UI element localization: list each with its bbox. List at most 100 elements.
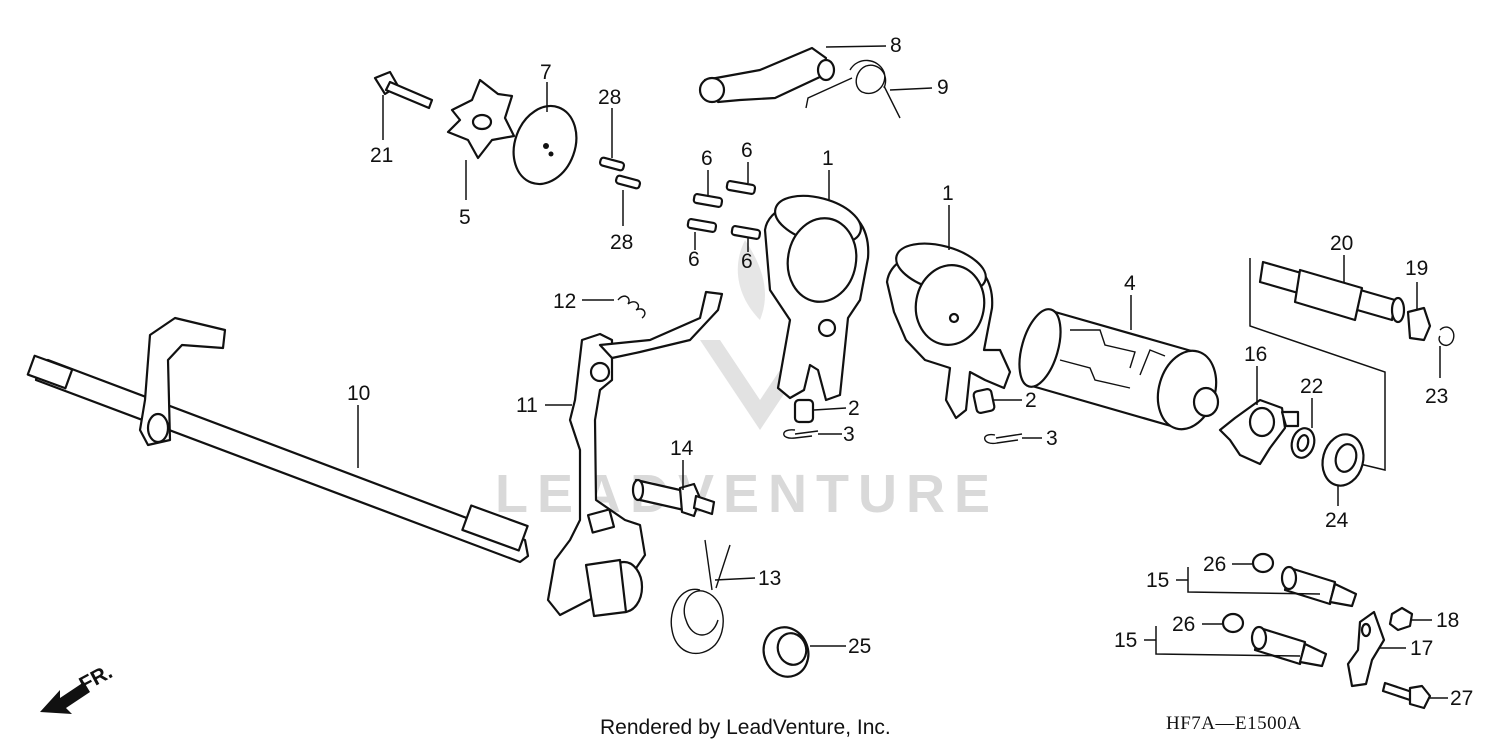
callout-7: 7 xyxy=(540,61,552,112)
callout-3b: 3 xyxy=(1022,427,1058,450)
svg-text:6: 6 xyxy=(688,248,700,271)
part-cotter-pin-right[interactable] xyxy=(984,433,1023,445)
part-pin-6-c[interactable] xyxy=(686,218,718,233)
part-pin-6-b[interactable] xyxy=(725,180,757,195)
part-return-spring-9[interactable] xyxy=(805,59,901,119)
svg-text:3: 3 xyxy=(843,423,855,446)
part-drum-stopper-16[interactable] xyxy=(1218,398,1300,466)
part-pin-15-lower[interactable] xyxy=(1250,625,1328,668)
callout-28b: 28 xyxy=(610,190,633,254)
watermark-text: LEADVENTURE xyxy=(495,464,999,524)
svg-text:22: 22 xyxy=(1300,375,1323,398)
svg-text:15: 15 xyxy=(1146,569,1169,592)
svg-text:20: 20 xyxy=(1330,232,1353,255)
svg-text:28: 28 xyxy=(610,231,633,254)
part-washer-26-upper[interactable] xyxy=(1251,552,1275,574)
part-shift-fork-right[interactable] xyxy=(885,235,1012,420)
callout-16: 16 xyxy=(1244,343,1267,405)
part-pin-6-d[interactable] xyxy=(730,225,762,240)
callout-9: 9 xyxy=(889,76,949,99)
callout-6d: 6 xyxy=(741,238,753,273)
front-direction-arrow-icon: FR. xyxy=(40,660,116,714)
callout-20: 20 xyxy=(1330,232,1353,282)
svg-text:6: 6 xyxy=(701,147,713,170)
svg-text:15: 15 xyxy=(1114,629,1137,652)
part-pin-28-upper[interactable] xyxy=(598,156,626,172)
svg-text:17: 17 xyxy=(1410,637,1433,660)
part-gearshift-spindle[interactable] xyxy=(26,316,530,564)
svg-text:4: 4 xyxy=(1124,272,1136,295)
callout-6b: 6 xyxy=(741,139,753,183)
svg-text:21: 21 xyxy=(370,144,393,167)
callout-22: 22 xyxy=(1300,375,1323,428)
part-cotter-pin-left[interactable] xyxy=(783,429,819,439)
svg-text:10: 10 xyxy=(347,382,370,405)
svg-text:11: 11 xyxy=(516,394,538,417)
bracket-sub-assembly xyxy=(1249,258,1386,471)
callout-6a: 6 xyxy=(701,147,713,196)
part-nut-18[interactable] xyxy=(1388,606,1414,632)
part-guide-pin-right[interactable] xyxy=(972,388,996,414)
svg-text:8: 8 xyxy=(890,34,902,57)
part-bolt-21[interactable] xyxy=(373,70,434,110)
svg-text:7: 7 xyxy=(540,61,552,84)
svg-text:14: 14 xyxy=(670,437,694,460)
callout-26a: 26 xyxy=(1203,553,1252,576)
callout-4: 4 xyxy=(1124,272,1136,330)
part-bolt-27[interactable] xyxy=(1381,681,1432,710)
part-pin-15-upper[interactable] xyxy=(1280,565,1358,608)
svg-text:12: 12 xyxy=(553,290,576,313)
svg-text:5: 5 xyxy=(459,206,471,229)
svg-text:24: 24 xyxy=(1325,509,1349,532)
part-spring-13[interactable] xyxy=(670,539,731,655)
callout-6c: 6 xyxy=(688,232,700,271)
part-center-shaft-20[interactable] xyxy=(1258,260,1406,324)
svg-text:6: 6 xyxy=(741,250,753,273)
svg-text:19: 19 xyxy=(1405,257,1428,280)
callout-25: 25 xyxy=(810,635,871,658)
part-washer-26-lower[interactable] xyxy=(1221,612,1245,634)
part-shift-arm[interactable] xyxy=(546,290,724,618)
svg-text:1: 1 xyxy=(942,182,954,205)
part-collar-19[interactable] xyxy=(1406,306,1432,342)
part-circlip-23[interactable] xyxy=(1438,326,1455,346)
footer-credit: Rendered by LeadVenture, Inc. xyxy=(600,716,891,739)
part-pin-6-a[interactable] xyxy=(692,193,724,208)
callout-24: 24 xyxy=(1325,486,1349,532)
part-pin-28-lower[interactable] xyxy=(614,174,642,190)
callout-21: 21 xyxy=(370,95,393,167)
part-oil-seal-25[interactable] xyxy=(757,621,815,683)
callout-18: 18 xyxy=(1412,609,1459,632)
callout-19: 19 xyxy=(1405,257,1428,310)
callout-13: 13 xyxy=(714,567,781,590)
part-disc-plate[interactable] xyxy=(503,97,587,193)
svg-text:2: 2 xyxy=(848,397,860,420)
callout-11: 11 xyxy=(516,394,572,417)
part-plate-17[interactable] xyxy=(1346,610,1386,688)
callout-10: 10 xyxy=(347,382,370,468)
part-star-plate[interactable] xyxy=(446,78,516,160)
part-washer-22[interactable] xyxy=(1288,426,1317,461)
callout-12: 12 xyxy=(553,290,614,313)
part-shift-drum[interactable] xyxy=(1012,305,1225,437)
svg-text:26: 26 xyxy=(1172,613,1195,636)
part-stud-14[interactable] xyxy=(631,478,716,518)
callout-28a: 28 xyxy=(598,86,621,158)
callout-17: 17 xyxy=(1380,637,1433,660)
part-stopper-arm[interactable] xyxy=(698,46,836,104)
callout-27: 27 xyxy=(1430,687,1473,710)
part-shift-fork-left[interactable] xyxy=(763,187,870,402)
svg-text:28: 28 xyxy=(598,86,621,109)
svg-text:13: 13 xyxy=(758,567,781,590)
svg-text:1: 1 xyxy=(822,147,834,170)
svg-text:6: 6 xyxy=(741,139,753,162)
part-guide-pin-left[interactable] xyxy=(793,398,815,424)
callout-2b: 2 xyxy=(994,389,1037,412)
svg-text:18: 18 xyxy=(1436,609,1459,632)
part-spring-12[interactable] xyxy=(617,295,646,319)
part-bearing-24[interactable] xyxy=(1317,430,1369,491)
callout-26b: 26 xyxy=(1172,613,1222,636)
svg-text:26: 26 xyxy=(1203,553,1226,576)
svg-text:9: 9 xyxy=(937,76,949,99)
